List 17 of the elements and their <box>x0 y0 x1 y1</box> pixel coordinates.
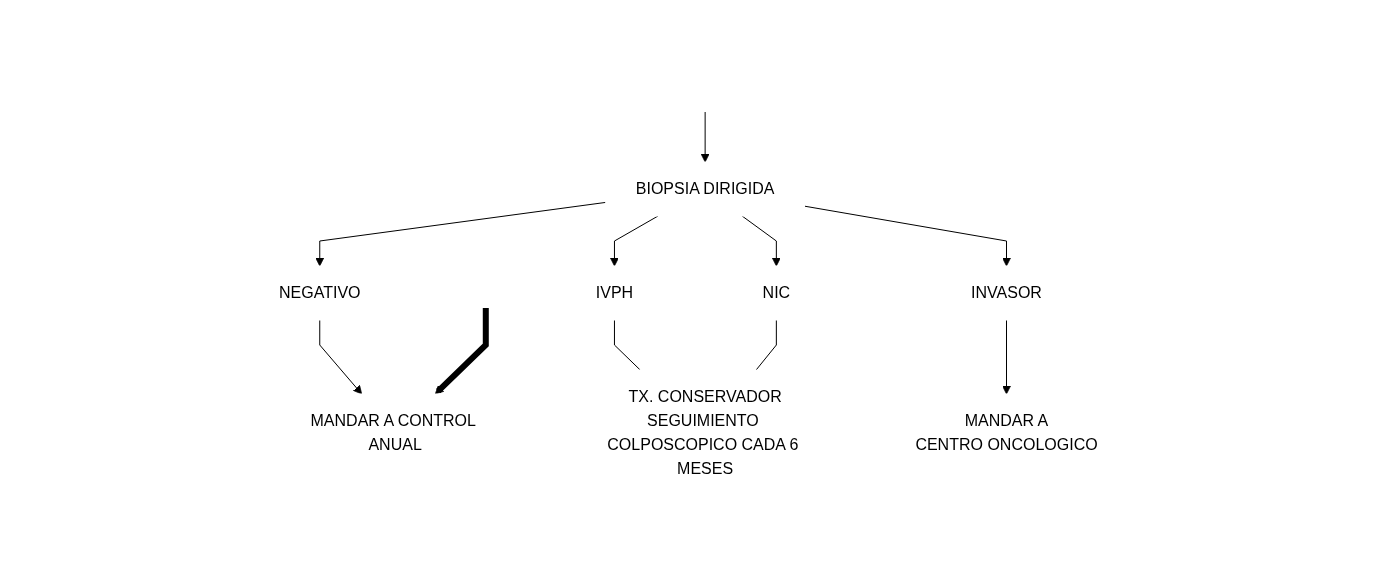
arrow <box>1001 319 1011 395</box>
connector <box>755 319 777 371</box>
arrow <box>434 308 489 395</box>
node-text: NEGATIVO <box>278 284 361 301</box>
arrow <box>318 319 362 395</box>
arrow <box>700 111 710 163</box>
arrow <box>803 205 1011 267</box>
node-text: TX. CONSERVADOR SEGUIMIENTO COLPOSCOPICO CADA 6 MESES <box>607 388 799 477</box>
node-text: MANDAR A CONTROL ANUAL <box>310 412 475 453</box>
arrow <box>741 215 781 267</box>
arrow <box>315 201 606 267</box>
node-text: INVASOR <box>970 284 1042 301</box>
node-text: IVPH <box>595 284 633 301</box>
node-text: MANDAR A CENTRO ONCOLOGICO <box>915 412 1098 453</box>
node-text: NIC <box>762 284 790 301</box>
node-text: BIOPSIA DIRIGIDA <box>635 180 775 197</box>
connector <box>613 319 641 371</box>
